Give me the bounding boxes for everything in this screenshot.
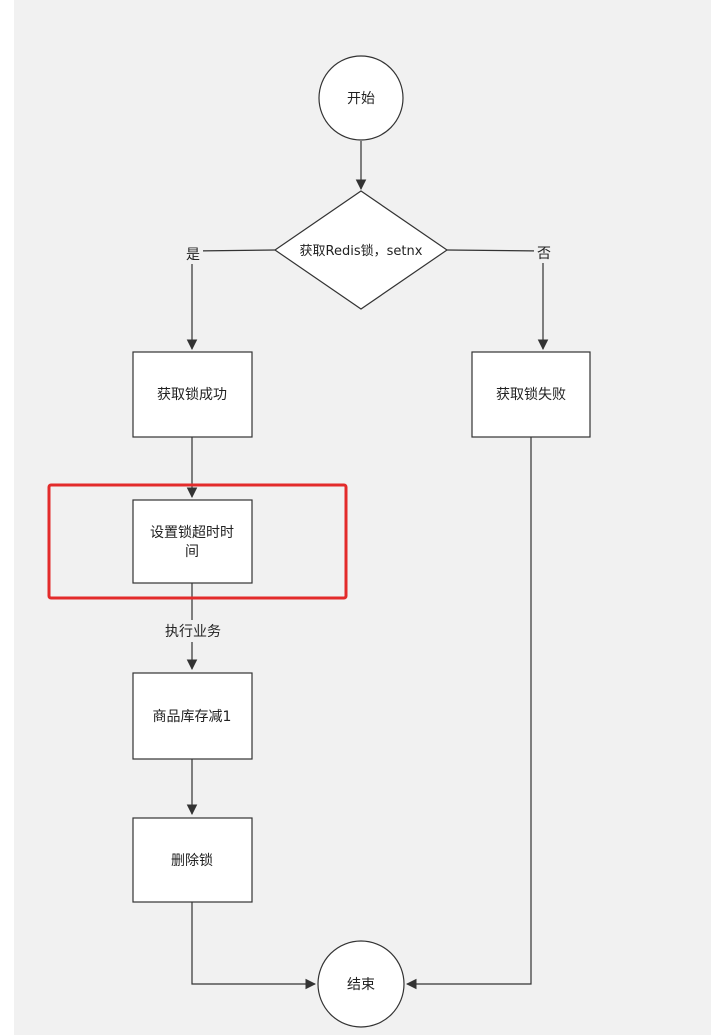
edge-lock-fail-to-end xyxy=(405,437,532,990)
highlight-box xyxy=(47,483,348,600)
node-delete-lock-label: 删除锁 xyxy=(171,853,213,869)
edge-label-execute-bg xyxy=(154,620,232,642)
node-set-timeout: 设置锁超时时 间 xyxy=(132,499,253,584)
node-lock-success: 获取锁成功 xyxy=(132,351,253,438)
node-set-timeout-label-line2: 间 xyxy=(185,544,199,560)
node-reduce-stock: 商品库存减1 xyxy=(132,672,253,760)
node-decision-label: 获取Redis锁，setnx xyxy=(300,243,423,259)
node-delete-lock: 删除锁 xyxy=(132,817,253,903)
node-lock-fail-label: 获取锁失败 xyxy=(496,387,566,403)
edge-delete-lock-to-end xyxy=(191,902,317,990)
node-start-label: 开始 xyxy=(347,91,375,107)
edge-label-no-bg xyxy=(534,243,554,263)
node-set-timeout-label-line1: 设置锁超时时 xyxy=(150,525,234,541)
diagram-canvas xyxy=(14,0,711,1035)
node-end: 结束 xyxy=(317,940,405,1028)
node-lock-fail: 获取锁失败 xyxy=(471,351,591,438)
node-lock-success-label: 获取锁成功 xyxy=(157,387,227,403)
node-end-label: 结束 xyxy=(347,977,375,993)
edge-decision-to-lock-success xyxy=(186,249,276,351)
node-start: 开始 xyxy=(318,55,404,141)
edge-label-no: 否 xyxy=(537,246,551,262)
edge-label-execute-business: 执行业务 xyxy=(165,624,221,640)
node-decision: 获取Redis锁，setnx xyxy=(273,190,449,310)
edge-decision-to-lock-fail xyxy=(446,249,549,351)
node-reduce-stock-label: 商品库存减1 xyxy=(153,709,232,725)
edge-label-yes: 是 xyxy=(186,247,200,263)
edge-label-yes-bg xyxy=(183,244,203,264)
